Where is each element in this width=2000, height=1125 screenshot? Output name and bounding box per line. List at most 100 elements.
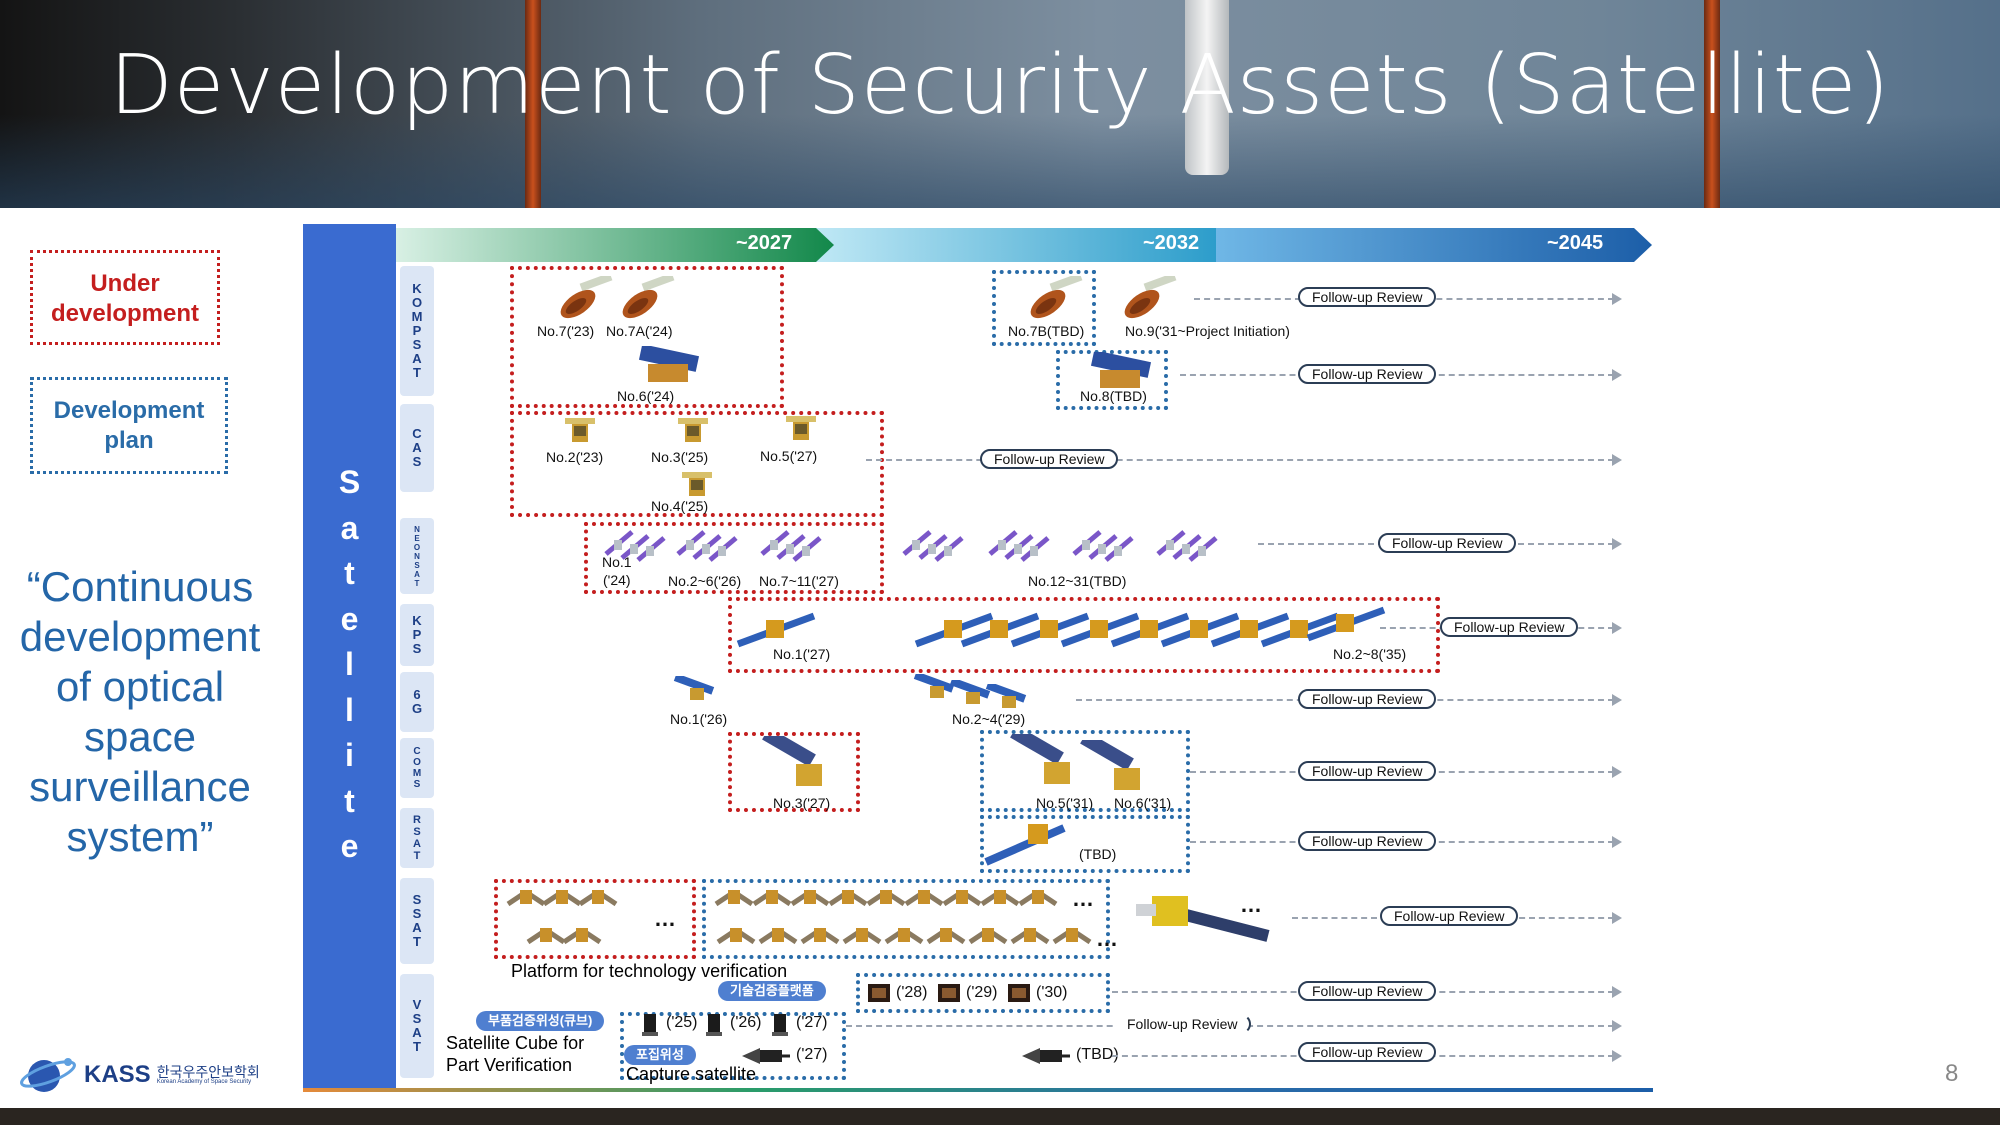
row-letter: S — [414, 560, 420, 570]
satellite-icon — [790, 882, 830, 919]
row-letter: M — [412, 768, 422, 779]
arrow-icon — [1612, 986, 1622, 998]
row-letter: V — [412, 997, 422, 1012]
timeline-2045: ~2045 — [1547, 232, 1604, 254]
satellite-icon — [676, 524, 740, 569]
ssat-more-dots: … — [654, 906, 676, 931]
kps-under-development-box — [728, 597, 1440, 673]
timeline-dash — [866, 459, 1614, 461]
row-letter: S — [412, 892, 422, 907]
satellite-icon — [904, 882, 944, 919]
row-letter: S — [412, 641, 422, 656]
timeline-2032: ~2032 — [1143, 232, 1200, 254]
kompsat-9-label: No.9('31~Project Initiation) — [1125, 323, 1290, 339]
satellite-icon — [578, 882, 618, 919]
page-title: Development of Security Assets (Satellit… — [109, 38, 1891, 133]
header-banner: Development of Security Assets (Satellit… — [0, 0, 2000, 208]
kass-logo: KASS 한국우주안보학회 Korean Academy of Space Se… — [18, 1054, 260, 1096]
capture-satellite-icon — [1020, 1044, 1070, 1073]
cas-4-label: No.4('25) — [651, 498, 709, 514]
satellite-icon — [1018, 882, 1058, 919]
satellite-letter: S — [338, 464, 361, 500]
satellite-icon — [948, 677, 996, 715]
satellite-icon — [1072, 524, 1136, 569]
kompsat-6-label: No.6('24) — [617, 388, 675, 404]
cas-5-label: No.5('27) — [760, 448, 818, 464]
timeline-2027: ~2027 — [736, 232, 793, 254]
row-letter: G — [411, 701, 423, 716]
follow-up-review-pill: Follow-up Review — [1298, 831, 1437, 851]
satellite-icon — [1110, 610, 1190, 655]
legend-under-development-label: Under development — [50, 270, 200, 327]
cube-icon — [866, 982, 892, 1009]
arrow-icon — [1612, 622, 1622, 634]
part-verification-badge: 부품검증위성(큐브) — [476, 1011, 605, 1031]
arrow-icon — [1612, 836, 1622, 848]
satellite-letter: t — [344, 782, 355, 819]
satellite-icon — [1010, 610, 1090, 655]
row-letter: K — [412, 281, 422, 296]
ssat-more-dots: … — [1072, 886, 1094, 911]
row-letter: A — [412, 351, 422, 366]
satellite-icon — [604, 524, 668, 569]
follow-up-review-pill: Follow-up Review — [1298, 1042, 1437, 1062]
satellite-icon — [842, 920, 882, 957]
pv-27-label: ('27) — [796, 1014, 828, 1031]
satellite-icon — [984, 818, 1068, 873]
cube-icon — [1006, 982, 1032, 1009]
6g-1-label: No.1('26) — [670, 711, 728, 727]
row-letter: O — [413, 542, 421, 552]
row-letter: A — [412, 1025, 422, 1040]
follow-up-review-pill: Follow-up Review — [1298, 761, 1437, 781]
tp-29-label: ('29) — [966, 984, 998, 1001]
bottom-rule — [303, 1088, 1653, 1092]
satellite-letter: i — [345, 737, 354, 773]
follow-up-review-pill: Follow-up Review — [1298, 981, 1437, 1001]
follow-up-review-pill: Follow-up Review — [1113, 1014, 1252, 1034]
arrow-icon — [1612, 766, 1622, 778]
kompsat-8-plan-box — [1056, 350, 1168, 410]
satellite-icon — [884, 920, 924, 957]
row-letter: O — [411, 295, 423, 310]
legend-development-plan: Development plan — [30, 377, 228, 474]
legend-development-plan-label: Development plan — [53, 397, 205, 454]
quote-text: “Continuous development of optical space… — [19, 563, 261, 860]
row-letter: P — [412, 323, 422, 338]
logo-english: Korean Academy of Space Security — [156, 1079, 252, 1085]
satellite-icon — [563, 412, 597, 451]
header-sky — [0, 0, 2000, 208]
satellite-icon — [942, 882, 982, 919]
satellite-icon — [980, 882, 1020, 919]
satellite-column — [303, 224, 396, 1090]
vsat-tech-platform-box — [856, 973, 1110, 1013]
coms-plan-box — [980, 730, 1190, 812]
cubesat-icon — [640, 1012, 660, 1043]
satellite-letter: l — [345, 646, 354, 682]
pv-25-label: ('25) — [666, 1014, 698, 1031]
arrow-icon — [1612, 454, 1622, 466]
satellite-icon — [1026, 272, 1084, 327]
kompsat-8-label: No.8(TBD) — [1080, 388, 1147, 404]
follow-up-review-pill: Follow-up Review — [1298, 287, 1437, 307]
row-letter: M — [411, 309, 423, 324]
kompsat-7b-label: No.7B(TBD) — [1008, 323, 1085, 339]
neonsat-2-6-label: No.2~6('26) — [668, 573, 742, 589]
satellite-letter: e — [340, 600, 359, 637]
pv-26-label: ('26) — [730, 1014, 762, 1031]
row-letter: E — [414, 533, 420, 543]
row-letter: S — [412, 906, 422, 921]
follow-up-review-pill: Follow-up Review — [1378, 533, 1517, 553]
neonsat-7-11-label: No.7~11('27) — [759, 573, 839, 589]
ssat-plan-box — [702, 879, 1110, 959]
satellite-icon — [968, 920, 1008, 957]
arrow-icon — [1612, 694, 1622, 706]
row-letter: A — [414, 569, 420, 579]
kompsat-under-development-box — [510, 266, 784, 408]
